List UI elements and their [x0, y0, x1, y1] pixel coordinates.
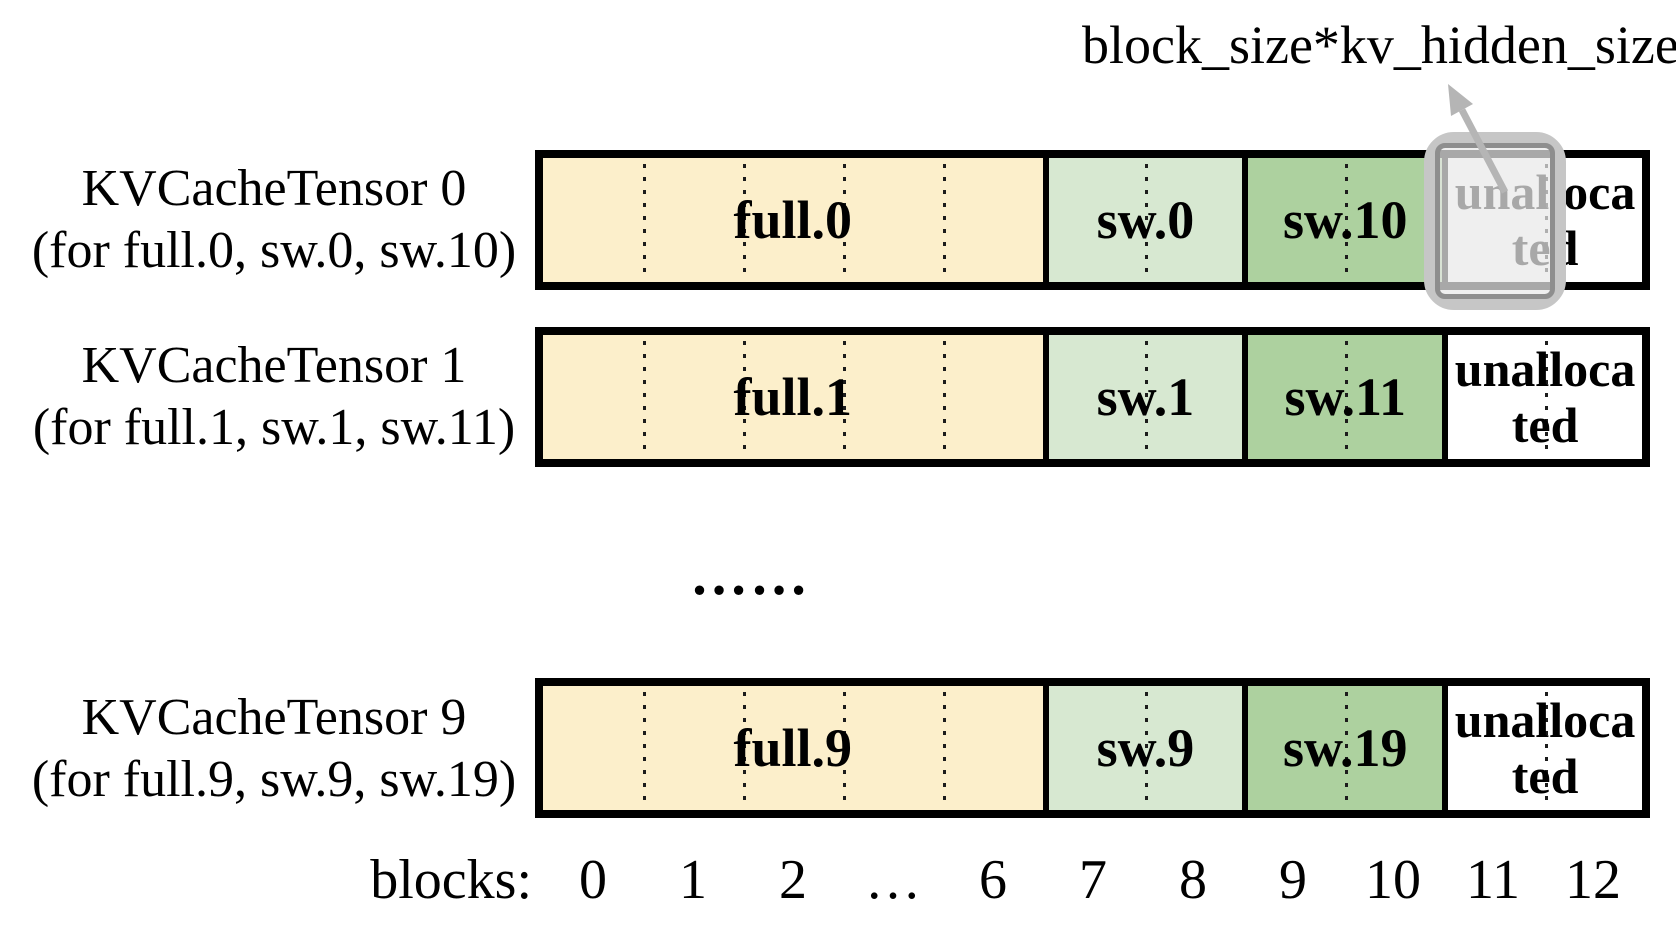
tensor-9-unallocated-segment: unalloca ted: [1442, 686, 1642, 810]
tensor-9-sw-low-label: sw.9: [1096, 718, 1195, 778]
tensor-1-sw-low-label: sw.1: [1096, 367, 1195, 427]
tensor-9-sw-high-segment: sw.19: [1242, 686, 1443, 810]
tensor-9-title: KVCacheTensor 9: [81, 689, 467, 746]
block-divider: [1145, 692, 1149, 804]
axis-tick-11: 11: [1466, 849, 1520, 911]
block-size-annotation: block_size*kv_hidden_size: [1082, 15, 1676, 75]
axis-tick-1: 1: [679, 849, 707, 911]
block-divider: [942, 341, 946, 453]
tensor-9-unallocated-label: unalloca ted: [1455, 692, 1636, 804]
tensor-0-sw-low-segment: sw.0: [1042, 158, 1243, 282]
axis-tick-8: 8: [1179, 849, 1207, 911]
block-divider: [942, 164, 946, 276]
block-divider: [1145, 164, 1149, 276]
axis-tick-12: 12: [1565, 849, 1621, 911]
block-divider: [1145, 341, 1149, 453]
tensor-1-full-segment: full.1: [543, 335, 1043, 459]
block-divider: [742, 341, 746, 453]
tensor-1-sw-high-segment: sw.11: [1242, 335, 1443, 459]
axis-tick-2: 2: [779, 849, 807, 911]
block-divider: [942, 692, 946, 804]
tensor-1-unallocated-segment: unalloca ted: [1442, 335, 1642, 459]
axis-tick-7: 7: [1079, 849, 1107, 911]
tensor-0-sw-high-segment: sw.10: [1242, 158, 1443, 282]
tensor-0-sw-low-label: sw.0: [1096, 190, 1195, 250]
axis-tick-ellipsis: …: [865, 849, 921, 911]
block-divider: [1345, 341, 1349, 453]
tensor-1-subtitle: (for full.1, sw.1, sw.11): [32, 399, 516, 456]
tensor-1-sw-low-segment: sw.1: [1042, 335, 1243, 459]
tensor-9-full-segment: full.9: [543, 686, 1043, 810]
tensor-1-title: KVCacheTensor 1: [81, 337, 467, 394]
tensor-9-sw-low-segment: sw.9: [1042, 686, 1243, 810]
block-divider: [742, 692, 746, 804]
tensor-1-full-label: full.1: [733, 367, 853, 427]
rows-ellipsis: ……: [690, 542, 810, 607]
block-divider: [642, 692, 646, 804]
block-divider: [742, 164, 746, 276]
block-divider: [642, 341, 646, 453]
tensor-9-full-label: full.9: [733, 718, 853, 778]
tensor-0-bar: full.0 sw.0 sw.10 unalloca ted: [535, 150, 1650, 290]
tensor-1-bar: full.1 sw.1 sw.11 unalloca ted: [535, 327, 1650, 467]
block-divider: [842, 341, 846, 453]
block-size-highlight-rect: [1424, 132, 1566, 310]
block-divider: [842, 164, 846, 276]
unallocated-line1: unalloca: [1454, 692, 1636, 748]
tensor-0-full-label: full.0: [733, 190, 853, 250]
row-label-tensor-1: KVCacheTensor 1 (for full.1, sw.1, sw.11…: [18, 335, 530, 459]
tensor-0-title: KVCacheTensor 0: [81, 160, 467, 217]
tensor-9-subtitle: (for full.9, sw.9, sw.19): [31, 751, 517, 808]
row-label-tensor-0: KVCacheTensor 0 (for full.0, sw.0, sw.10…: [18, 158, 530, 282]
annotation-arrow-icon: [1448, 84, 1509, 194]
axis-tick-0: 0: [579, 849, 607, 911]
tensor-0-full-segment: full.0: [543, 158, 1043, 282]
unallocated-line2: ted: [1511, 748, 1579, 804]
block-divider: [642, 164, 646, 276]
tensor-1-sw-high-label: sw.11: [1284, 367, 1407, 427]
block-divider: [842, 692, 846, 804]
block-divider: [1545, 341, 1549, 453]
row-label-tensor-9: KVCacheTensor 9 (for full.9, sw.9, sw.19…: [18, 687, 530, 811]
tensor-0-sw-high-label: sw.10: [1282, 190, 1408, 250]
unallocated-line1: unalloca: [1454, 341, 1636, 397]
axis-tick-10: 10: [1365, 849, 1421, 911]
tensor-9-bar: full.9 sw.9 sw.19 unalloca ted: [535, 678, 1650, 818]
axis-tick-9: 9: [1279, 849, 1307, 911]
tensor-9-sw-high-label: sw.19: [1282, 718, 1408, 778]
block-divider: [1345, 692, 1349, 804]
tensor-0-subtitle: (for full.0, sw.0, sw.10): [31, 222, 517, 279]
axis-tick-6: 6: [979, 849, 1007, 911]
unallocated-line2: ted: [1511, 397, 1579, 453]
tensor-1-unallocated-label: unalloca ted: [1455, 341, 1636, 453]
block-divider: [1545, 692, 1549, 804]
blocks-axis-label: blocks:: [370, 849, 532, 911]
block-divider: [1345, 164, 1349, 276]
